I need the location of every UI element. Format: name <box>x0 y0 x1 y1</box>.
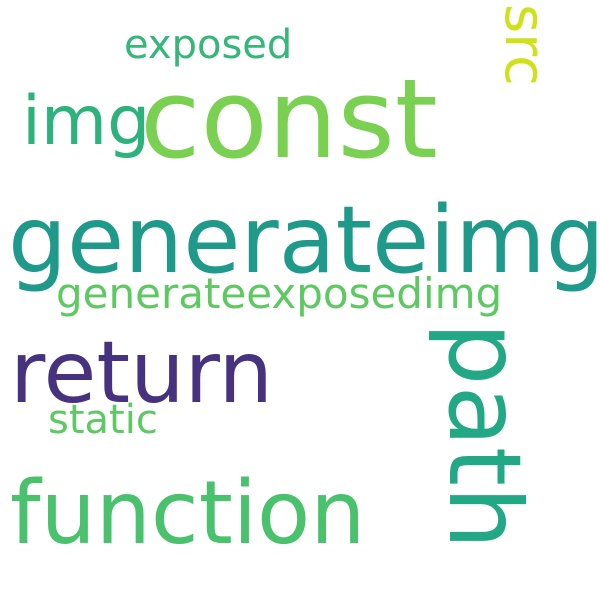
word-exposed: exposed <box>124 22 293 68</box>
word-generateexposedimg: generateexposedimg <box>56 269 503 318</box>
word-src: src <box>492 4 557 86</box>
word-function: function <box>10 462 366 564</box>
word-generateimg: generateimg <box>8 186 600 294</box>
word-img: img <box>22 82 151 161</box>
word-path: path <box>426 322 543 550</box>
word-static: static <box>48 397 158 443</box>
word-const: const <box>140 55 438 183</box>
word-return: return <box>10 323 273 423</box>
